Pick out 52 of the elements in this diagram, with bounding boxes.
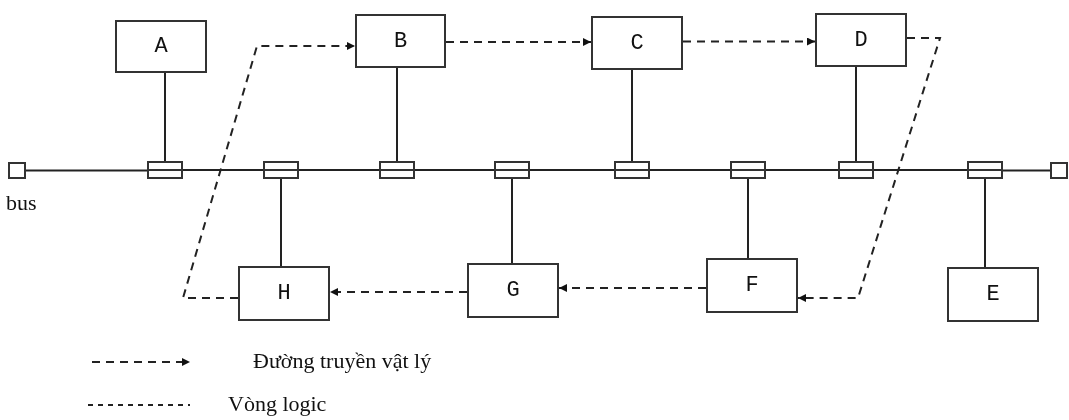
connector-line	[1002, 169, 1051, 172]
station-box	[947, 267, 1039, 322]
station-box	[238, 266, 330, 321]
connector-line	[631, 69, 633, 162]
tap-connector	[494, 161, 530, 179]
station-box	[355, 14, 446, 68]
connector-line	[298, 169, 380, 171]
tap-connector	[263, 161, 299, 179]
bus-terminator	[1050, 162, 1068, 179]
station-label: G	[506, 278, 520, 303]
connector-line	[25, 169, 148, 172]
dashed-arrow	[558, 284, 707, 292]
station-label: C	[630, 30, 644, 56]
tap-connector	[379, 161, 415, 179]
tap-connector	[730, 161, 766, 179]
connector-line	[855, 66, 857, 162]
tap-connector	[147, 161, 183, 179]
tap-connector	[838, 161, 874, 179]
connector-line	[164, 72, 166, 162]
tap-connector	[614, 161, 650, 179]
station-label: E	[986, 282, 1000, 307]
connector-line	[529, 169, 615, 171]
station-label: H	[277, 281, 291, 306]
dashed-arrow	[682, 37, 816, 46]
dashed-arrow	[797, 37, 942, 302]
station-box	[115, 20, 207, 73]
connector-line	[765, 169, 839, 171]
legend-text: Vòng logic	[228, 391, 327, 417]
station-box	[467, 263, 559, 318]
legend-text: Đường truyền vật lý	[253, 348, 432, 374]
dashed-arrow	[181, 42, 356, 299]
station-box	[815, 13, 907, 67]
connector-line	[649, 169, 731, 171]
station-label: F	[745, 273, 759, 298]
connector-line	[396, 67, 398, 162]
connector-line	[511, 178, 513, 264]
connector-line	[414, 169, 495, 171]
station-label: A	[154, 34, 168, 59]
connector-line	[280, 178, 282, 267]
station-label: D	[854, 27, 868, 53]
bus-label: bus	[6, 190, 37, 216]
station-label: B	[393, 28, 408, 54]
tap-connector	[967, 161, 1003, 179]
dashed-arrow	[445, 38, 592, 46]
bus-terminator	[8, 162, 26, 179]
connector-line	[873, 169, 968, 171]
station-box	[706, 258, 798, 313]
connector-line	[747, 178, 749, 259]
connector-line	[984, 178, 986, 268]
dashed-arrow	[329, 288, 468, 296]
connector-line	[182, 169, 264, 171]
station-box	[591, 16, 683, 70]
